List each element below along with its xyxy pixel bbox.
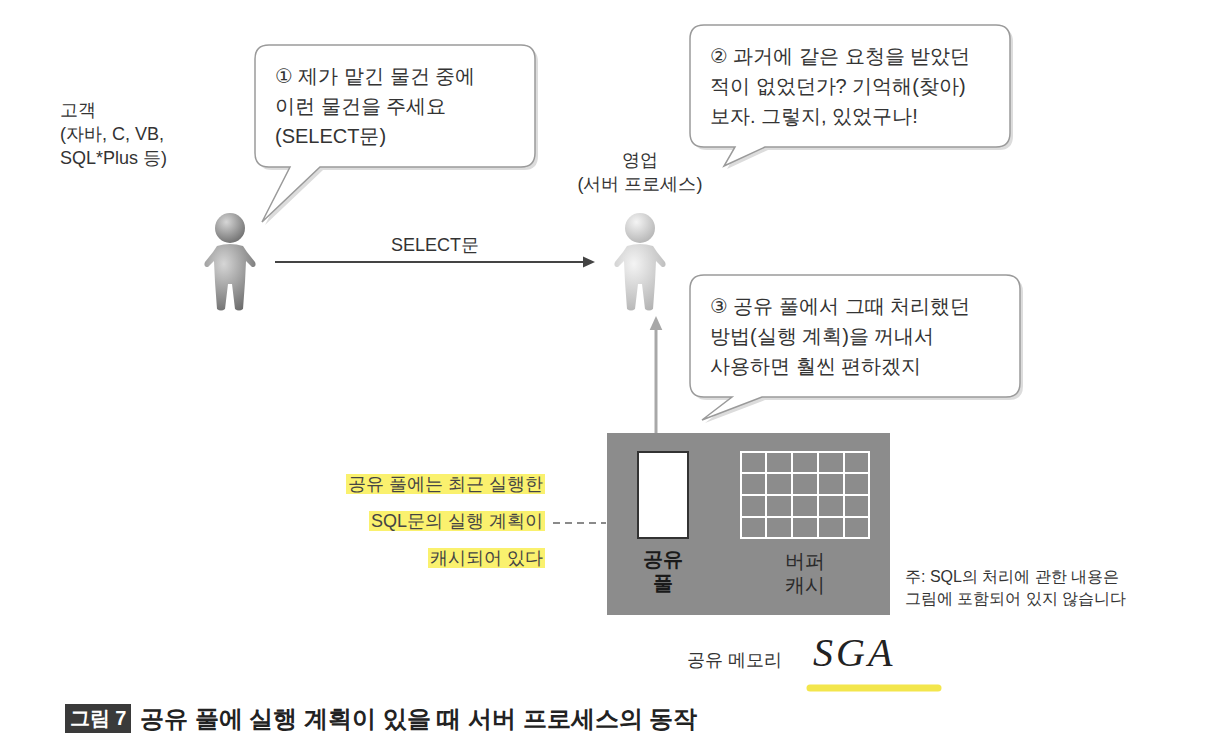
cache-label-wrap: 버퍼 캐시 xyxy=(779,549,831,597)
cache-label: 버퍼 캐시 xyxy=(779,549,831,597)
shared-pool-rect xyxy=(637,451,689,539)
role-name: 고객 xyxy=(60,98,210,122)
footnote: 주: SQL의 처리에 관한 내용은 그림에 포함되어 있지 않습니다 xyxy=(905,566,1155,610)
speech-bubble: ③ 공유 풀에서 그때 처리했던 방법(실행 계획)을 꺼내서 사용하면 훨씬 … xyxy=(690,275,1020,397)
bubble-text: ③ 공유 풀에서 그때 처리했던 방법(실행 계획)을 꺼내서 사용하면 훨씬 … xyxy=(710,291,1000,381)
speech-bubble: ① 제가 맡긴 물건 중에 이런 물건을 주세요 (SELECT문) xyxy=(255,45,535,167)
grid-line xyxy=(740,516,870,518)
handwritten-note: SGA xyxy=(813,629,895,677)
memory-label: 공유 메모리 xyxy=(687,648,782,672)
role-detail: (자바, C, VB, SQL*Plus 등) xyxy=(60,122,210,170)
pool-label: 공유 풀 xyxy=(637,547,689,595)
person-icon xyxy=(195,212,265,312)
bubble-shape xyxy=(255,45,535,222)
grid-line xyxy=(740,472,870,474)
highlighted-note: 공유 풀에는 최근 실행한 SQL문의 실행 계획이 캐시되어 있다 xyxy=(346,474,545,568)
edge-label: SELECT문 xyxy=(387,234,483,256)
label-box: 그림 7 xyxy=(65,704,131,733)
bubble-shape xyxy=(690,25,1010,166)
person-figure: 영업(서버 프로세스) xyxy=(605,212,675,312)
sga-panel: 공유 풀 버퍼 캐시 xyxy=(607,433,890,615)
role-detail: (서버 프로세스) xyxy=(570,172,710,196)
bubble-text: ① 제가 맡긴 물건 중에 이런 물건을 주세요 (SELECT문) xyxy=(275,61,515,151)
bubble-shape xyxy=(690,275,1020,420)
arrow-head xyxy=(650,316,663,330)
person-head xyxy=(215,213,245,243)
speech-bubble: ② 과거에 같은 요청을 받았던 적이 없었던가? 기억해(찾아) 보자. 그렇… xyxy=(690,25,1010,147)
person-body xyxy=(614,244,665,311)
figure-number: 그림 7 xyxy=(65,704,131,733)
handwritten-underline xyxy=(810,685,938,692)
person-figure: 고객(자바, C, VB, SQL*Plus 등) xyxy=(195,212,265,312)
leader-line xyxy=(553,522,606,524)
bubble-text: ② 과거에 같은 요청을 받았던 적이 없었던가? 기억해(찾아) 보자. 그렇… xyxy=(710,41,990,131)
figure-caption: 공유 풀에 실행 계획이 있을 때 서버 프로세스의 동작 xyxy=(140,703,697,735)
person-body xyxy=(204,244,255,311)
figure-label: 영업(서버 프로세스) xyxy=(570,148,710,196)
label-box: 공유 풀에는 최근 실행한 SQL문의 실행 계획이 캐시되어 있다 xyxy=(315,466,545,577)
connector xyxy=(650,316,663,451)
grid-border xyxy=(741,452,869,538)
label-box: 주: SQL의 처리에 관한 내용은 그림에 포함되어 있지 않습니다 xyxy=(905,566,1155,610)
role-name: 영업 xyxy=(570,148,710,172)
arrow-head xyxy=(583,257,595,268)
grid-line xyxy=(740,494,870,496)
buffer-cache-grid: 버퍼 캐시 xyxy=(740,451,870,597)
connector-line xyxy=(275,261,585,263)
shared-memory-box: 공유 풀버퍼 캐시공유 메모리SGA xyxy=(607,433,890,615)
figure-label: 고객(자바, C, VB, SQL*Plus 등) xyxy=(60,98,210,170)
person-icon xyxy=(605,212,675,312)
shared-pool-box: 공유 풀 xyxy=(637,451,689,595)
person-head xyxy=(625,213,655,243)
cache-grid xyxy=(740,451,870,539)
connector xyxy=(275,257,595,268)
